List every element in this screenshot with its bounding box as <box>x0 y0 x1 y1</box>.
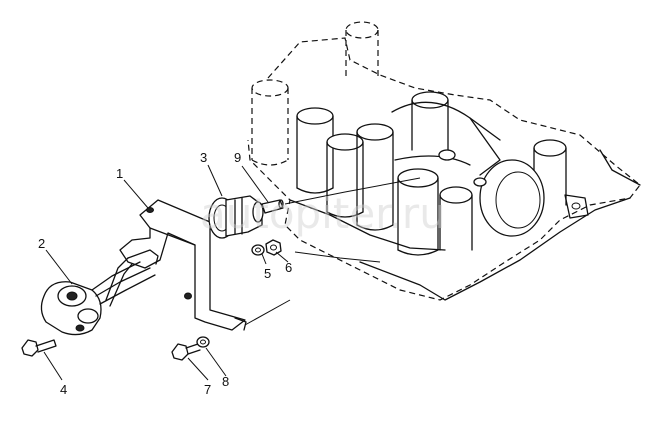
callout-3: 3 <box>200 150 207 165</box>
inhibitor-switch <box>40 249 159 336</box>
bolt-7 <box>171 343 201 361</box>
housing-boss-3 <box>296 107 334 194</box>
hex-nut <box>265 239 282 256</box>
housing-boss-5 <box>356 123 394 231</box>
callout-4: 4 <box>60 382 67 397</box>
leader-lines <box>43 164 289 381</box>
callout-2: 2 <box>38 236 45 251</box>
housing-boss-2 <box>251 79 289 166</box>
callout-9: 9 <box>234 150 241 165</box>
housing-boss-6 <box>411 91 449 151</box>
screw-4 <box>21 339 57 357</box>
housing-boss-8 <box>439 186 473 251</box>
transmission-housing <box>247 21 641 301</box>
housing-boss-1 <box>345 21 379 78</box>
housing-bore <box>391 101 545 237</box>
sensor-unit <box>208 195 264 239</box>
connector-pin <box>261 199 284 214</box>
callout-1: 1 <box>116 166 123 181</box>
callout-6: 6 <box>285 260 292 275</box>
housing-lug <box>564 194 589 219</box>
assembly-centerline <box>244 177 421 326</box>
watermark-text: autopiter.ru <box>200 189 446 238</box>
lock-washer <box>251 244 265 256</box>
washer-8 <box>196 336 210 348</box>
callout-5: 5 <box>264 266 271 281</box>
callout-7: 7 <box>204 382 211 397</box>
callout-8: 8 <box>222 374 229 389</box>
housing-boss-4 <box>326 133 364 218</box>
